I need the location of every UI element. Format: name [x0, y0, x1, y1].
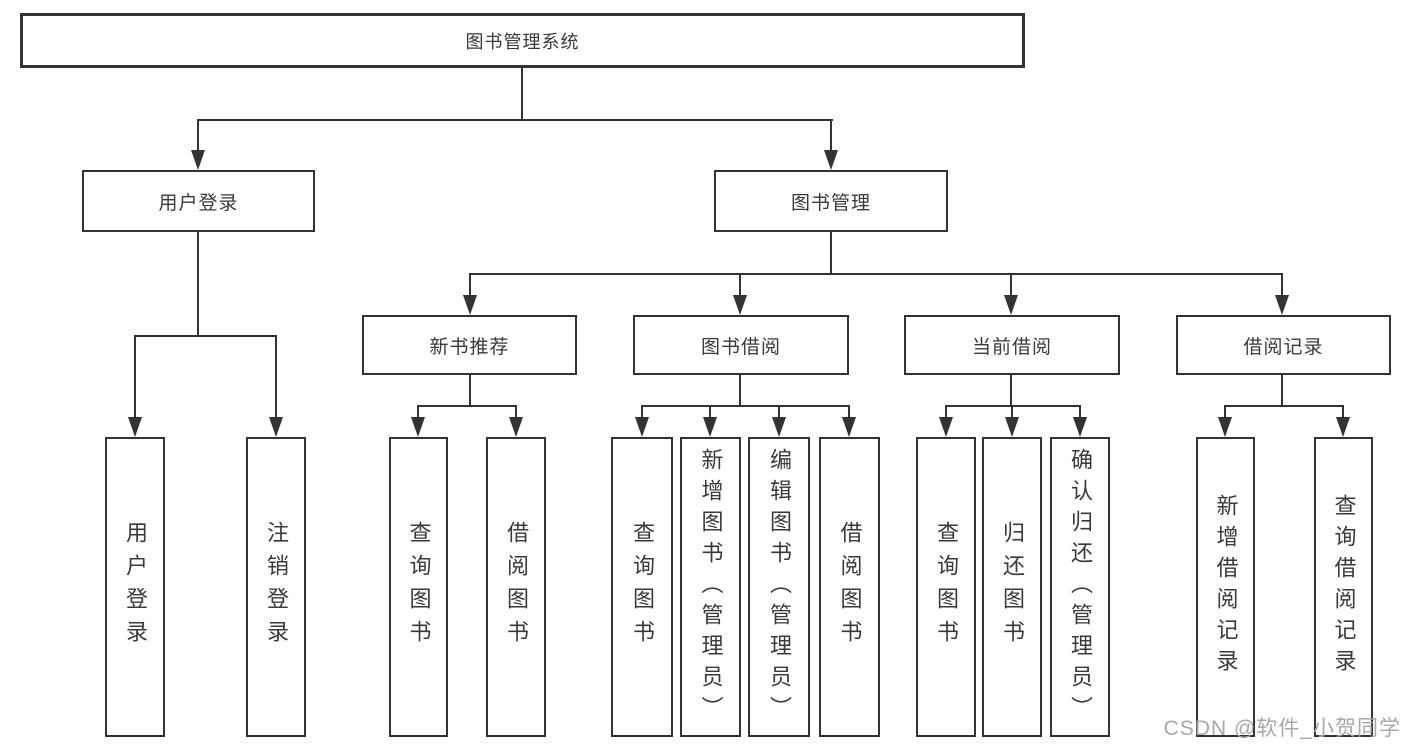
node-user-login: 用户登录 — [82, 170, 315, 232]
arrow-down-icon — [269, 417, 283, 437]
connector-line — [134, 335, 136, 423]
connector-line — [515, 405, 517, 421]
node-label: 新增借阅记录 — [1213, 494, 1239, 680]
node-label: 查询图书 — [406, 521, 432, 653]
node-label: 查询借阅记录 — [1331, 494, 1357, 680]
arrow-down-icon — [1073, 417, 1087, 437]
node-label: 查询图书 — [934, 521, 959, 653]
node-book-borrow: 图书借阅 — [633, 315, 849, 375]
connector-line — [417, 405, 419, 421]
node-label: 图书借阅 — [700, 336, 781, 358]
connector-line — [134, 335, 277, 337]
arrow-down-icon — [463, 295, 477, 315]
arrow-down-icon — [1005, 417, 1019, 437]
leaf-edit-books-admin: 编辑图书（管理员） — [748, 437, 810, 737]
leaf-borrow-books: 借阅图书 — [819, 437, 880, 737]
arrow-down-icon — [411, 417, 425, 437]
arrow-down-icon — [191, 150, 205, 170]
connector-line — [417, 405, 517, 407]
node-label: 当前借阅 — [971, 336, 1052, 358]
leaf-query-books-current: 查询图书 — [916, 437, 976, 737]
node-label: 借阅图书 — [837, 521, 863, 653]
node-label: 注销登录 — [264, 521, 289, 653]
connector-line — [197, 119, 833, 121]
connector-line — [1010, 375, 1012, 407]
node-label: 图书管理 — [790, 192, 871, 214]
arrow-down-icon — [1275, 295, 1289, 315]
leaf-query-books-recommend: 查询图书 — [389, 437, 448, 737]
node-label: 查询图书 — [630, 521, 655, 653]
leaf-query-books-borrow: 查询图书 — [611, 437, 673, 737]
arrow-down-icon — [939, 417, 953, 437]
leaf-return-books: 归还图书 — [982, 437, 1042, 737]
node-label: 借阅记录 — [1243, 336, 1324, 358]
connector-line — [1011, 405, 1013, 421]
leaf-logout: 注销登录 — [246, 437, 306, 737]
arrow-down-icon — [842, 417, 856, 437]
leaf-add-books-admin: 新增图书（管理员） — [680, 437, 741, 737]
arrow-down-icon — [703, 417, 717, 437]
node-label: 借阅图书 — [504, 521, 529, 653]
connector-line — [1281, 375, 1283, 407]
arrow-down-icon — [1004, 295, 1018, 315]
connector-line — [739, 273, 741, 299]
arrow-down-icon — [772, 417, 786, 437]
connector-line — [945, 405, 947, 421]
node-current-borrow: 当前借阅 — [904, 315, 1120, 375]
leaf-confirm-return-admin: 确认归还（管理员） — [1050, 437, 1110, 737]
connector-line — [469, 375, 471, 407]
csdn-watermark: CSDN @软件_小贺同学 — [1163, 717, 1401, 740]
node-label: 新书推荐 — [429, 336, 510, 358]
arrow-down-icon — [1336, 417, 1350, 437]
arrow-down-icon — [824, 150, 838, 170]
arrow-down-icon — [128, 417, 142, 437]
connector-line — [1010, 273, 1012, 299]
arrow-down-icon — [733, 295, 747, 315]
connector-line — [1342, 405, 1344, 421]
connector-line — [1224, 405, 1226, 421]
leaf-borrow-books-recommend: 借阅图书 — [486, 437, 546, 737]
node-label: 新增图书（管理员） — [698, 447, 724, 727]
node-book-management: 图书管理 — [714, 170, 948, 232]
node-new-book-recommend: 新书推荐 — [362, 315, 577, 375]
connector-line — [1079, 405, 1081, 421]
node-label: 图书管理系统 — [465, 31, 580, 52]
connector-line — [709, 405, 711, 421]
connector-line — [830, 119, 832, 155]
connector-line — [469, 273, 471, 299]
arrow-down-icon — [635, 417, 649, 437]
connector-line — [945, 405, 1081, 407]
connector-line — [848, 405, 850, 421]
connector-line — [275, 335, 277, 423]
arrow-down-icon — [509, 417, 523, 437]
connector-line — [469, 273, 1283, 275]
leaf-user-login: 用户登录 — [105, 437, 165, 737]
connector-line — [1281, 273, 1283, 299]
node-label: 编辑图书（管理员） — [767, 447, 792, 727]
connector-line — [641, 405, 850, 407]
node-label: 确认归还（管理员） — [1068, 447, 1093, 727]
leaf-query-borrow-record: 查询借阅记录 — [1314, 437, 1373, 737]
connector-line — [641, 405, 643, 421]
node-label: 归还图书 — [1000, 521, 1025, 653]
connector-line — [830, 232, 832, 275]
connector-line — [778, 405, 780, 421]
node-label: 用户登录 — [123, 521, 148, 653]
connector-line — [197, 119, 199, 155]
connector-line — [197, 232, 199, 337]
node-label: 用户登录 — [158, 192, 239, 214]
leaf-add-borrow-record: 新增借阅记录 — [1196, 437, 1255, 737]
node-library-system: 图书管理系统 — [20, 13, 1025, 68]
node-borrow-records: 借阅记录 — [1176, 315, 1391, 375]
connector-line — [739, 375, 741, 407]
connector-line — [521, 68, 523, 121]
arrow-down-icon — [1218, 417, 1232, 437]
connector-line — [1224, 405, 1344, 407]
